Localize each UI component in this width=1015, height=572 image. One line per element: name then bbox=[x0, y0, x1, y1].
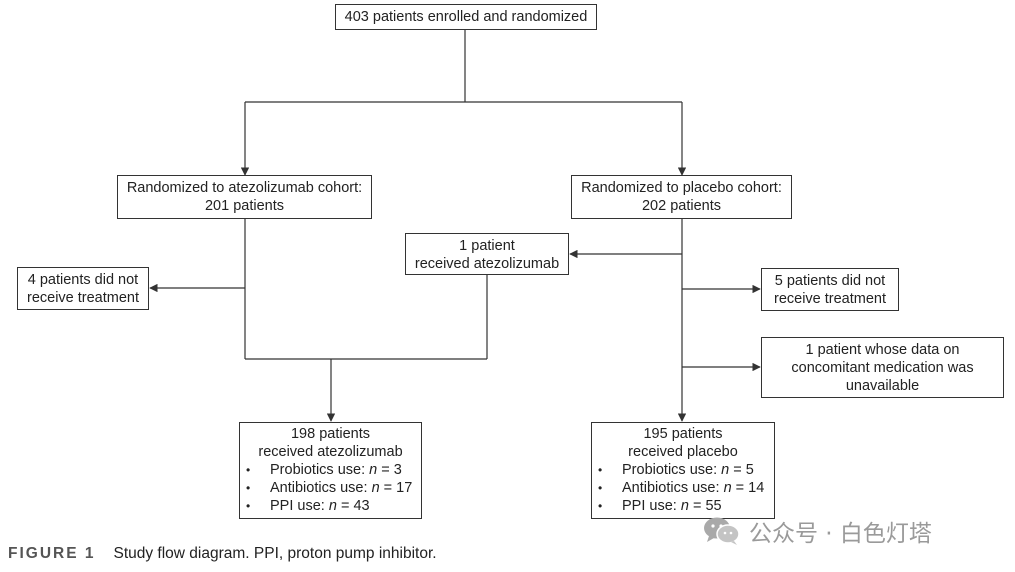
placebo-result-line1: 195 patients bbox=[643, 426, 723, 442]
placebo-result-line2: received placebo bbox=[628, 444, 738, 460]
placebo-unavailable-line3: unavailable bbox=[845, 378, 920, 394]
bullet: • bbox=[598, 463, 603, 477]
bullet: • bbox=[246, 481, 251, 495]
placebo-excluded-box: 5 patients did not receive treatment bbox=[761, 268, 899, 311]
placebo-result-box: 195 patients received placebo •Probiotic… bbox=[591, 422, 775, 519]
atezo-cohort-box: Randomized to atezolizumab cohort: 201 p… bbox=[117, 175, 372, 219]
placebo-excluded-line1: 5 patients did not bbox=[774, 273, 886, 289]
placebo-result-list: •Probiotics use: n = 5 •Antibiotics use:… bbox=[592, 461, 774, 515]
list-item: •PPI use: n = 55 bbox=[598, 498, 722, 514]
list-item: •Probiotics use: n = 3 bbox=[246, 462, 402, 478]
caption-text: Study flow diagram. PPI, proton pump inh… bbox=[113, 545, 437, 562]
crossover-box: 1 patient received atezolizumab bbox=[405, 233, 569, 275]
list-item: •Antibiotics use: n = 17 bbox=[246, 480, 413, 496]
placebo-unavailable-line1: 1 patient whose data on bbox=[805, 342, 960, 358]
atezo-result-box: 198 patients received atezolizumab •Prob… bbox=[239, 422, 422, 519]
bullet: • bbox=[246, 463, 251, 477]
wechat-icon bbox=[704, 517, 740, 545]
atezo-excluded-line2: receive treatment bbox=[26, 290, 140, 306]
crossover-line2: received atezolizumab bbox=[414, 256, 560, 272]
placebo-cohort-line1: Randomized to placebo cohort: bbox=[581, 180, 782, 196]
placebo-unavailable-box: 1 patient whose data on concomitant medi… bbox=[761, 337, 1004, 398]
atezo-result-line1: 198 patients bbox=[290, 426, 370, 442]
placebo-cohort-line2: 202 patients bbox=[641, 198, 721, 214]
bullet: • bbox=[598, 481, 603, 495]
bullet: • bbox=[246, 499, 251, 513]
enrolled-box: 403 patients enrolled and randomized bbox=[335, 4, 597, 30]
list-item: •PPI use: n = 43 bbox=[246, 498, 370, 514]
figure-label: FIGURE 1 bbox=[8, 545, 96, 562]
enrolled-label: 403 patients enrolled and randomized bbox=[344, 9, 588, 25]
watermark: 公众号 · 白色灯塔 bbox=[703, 514, 932, 548]
atezo-excluded-box: 4 patients did not receive treatment bbox=[17, 267, 149, 310]
atezo-cohort-line1: Randomized to atezolizumab cohort: bbox=[126, 180, 363, 196]
placebo-cohort-box: Randomized to placebo cohort: 202 patien… bbox=[571, 175, 792, 219]
atezo-cohort-line2: 201 patients bbox=[204, 198, 284, 214]
placebo-excluded-line2: receive treatment bbox=[773, 291, 887, 307]
bullet: • bbox=[598, 499, 603, 513]
crossover-line1: 1 patient bbox=[459, 238, 515, 254]
list-item: •Probiotics use: n = 5 bbox=[598, 462, 754, 478]
watermark-text: 公众号 · 白色灯塔 bbox=[749, 521, 932, 547]
placebo-unavailable-line2: concomitant medication was bbox=[791, 360, 974, 376]
figure-caption: FIGURE 1 Study flow diagram. PPI, proton … bbox=[8, 545, 437, 563]
atezo-result-line2: received atezolizumab bbox=[258, 444, 403, 460]
atezo-excluded-line1: 4 patients did not bbox=[27, 272, 139, 288]
atezo-result-list: •Probiotics use: n = 3 •Antibiotics use:… bbox=[240, 461, 421, 515]
list-item: •Antibiotics use: n = 14 bbox=[598, 480, 765, 496]
